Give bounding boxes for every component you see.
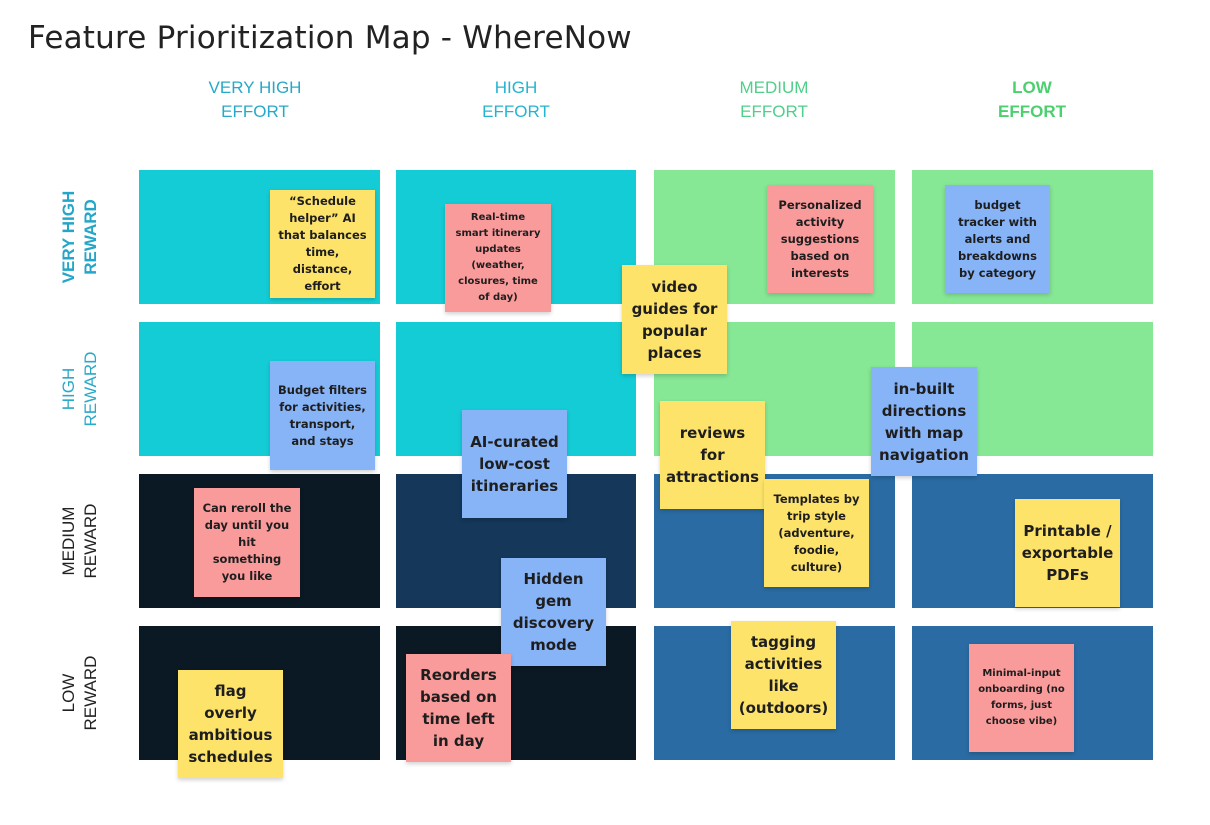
- sticky-note[interactable]: Hidden gem discovery mode: [501, 558, 606, 666]
- row-header-line1: VERY HIGH: [59, 190, 78, 284]
- column-header-line1: VERY HIGH: [208, 78, 302, 97]
- sticky-note[interactable]: Personalized activity suggestions based …: [767, 185, 873, 293]
- column-header-line2: EFFORT: [482, 102, 550, 121]
- row-header-medium-reward: MEDIUM REWARD: [50, 466, 110, 616]
- sticky-note[interactable]: Printable / exportable PDFs: [1015, 499, 1120, 607]
- row-header-line2: REWARD: [81, 503, 100, 579]
- sticky-note[interactable]: tagging activities like (outdoors): [731, 621, 836, 729]
- column-header-line2: EFFORT: [221, 102, 289, 121]
- sticky-note[interactable]: Budget filters for activities, transport…: [270, 361, 375, 470]
- column-header-high-effort: HIGH EFFORT: [416, 76, 616, 124]
- sticky-note[interactable]: Reorders based on time left in day: [406, 654, 511, 762]
- column-header-medium-effort: MEDIUM EFFORT: [674, 76, 874, 124]
- row-header-line2: REWARD: [81, 199, 100, 275]
- row-header-line2: REWARD: [81, 351, 100, 427]
- sticky-note[interactable]: Real-time smart itinerary updates (weath…: [445, 204, 551, 312]
- row-header-line1: HIGH: [59, 367, 78, 411]
- page-title: Feature Prioritization Map - WhereNow: [28, 20, 632, 56]
- sticky-note[interactable]: video guides for popular places: [622, 265, 727, 374]
- sticky-note[interactable]: flag overly ambitious schedules: [178, 670, 283, 778]
- sticky-note[interactable]: Can reroll the day until you hit somethi…: [194, 488, 300, 597]
- column-header-line2: EFFORT: [740, 102, 808, 121]
- sticky-note[interactable]: AI-curated low-cost itineraries: [462, 410, 567, 518]
- row-header-high-reward: HIGH REWARD: [50, 314, 110, 464]
- row-header-line2: REWARD: [81, 655, 100, 731]
- row-header-line1: LOW: [59, 673, 78, 713]
- sticky-note[interactable]: “Schedule helper” AI that balances time,…: [270, 190, 375, 298]
- row-header-low-reward: LOW REWARD: [50, 618, 110, 768]
- column-header-line1: LOW: [1012, 78, 1052, 97]
- sticky-note[interactable]: Minimal-input onboarding (no forms, just…: [969, 644, 1074, 752]
- column-header-low-effort: LOW EFFORT: [932, 76, 1132, 124]
- sticky-note[interactable]: budget tracker with alerts and breakdown…: [945, 185, 1050, 293]
- sticky-note[interactable]: reviews for attractions: [660, 401, 765, 509]
- sticky-note[interactable]: in-built directions with map navigation: [871, 367, 977, 476]
- column-header-very-high-effort: VERY HIGH EFFORT: [155, 76, 355, 124]
- sticky-note[interactable]: Templates by trip style (adventure, food…: [764, 479, 869, 587]
- row-header-line1: MEDIUM: [59, 506, 78, 576]
- column-header-line1: HIGH: [494, 78, 538, 97]
- column-header-line2: EFFORT: [998, 102, 1066, 121]
- column-header-line1: MEDIUM: [739, 78, 809, 97]
- row-header-very-high-reward: VERY HIGH REWARD: [50, 162, 110, 312]
